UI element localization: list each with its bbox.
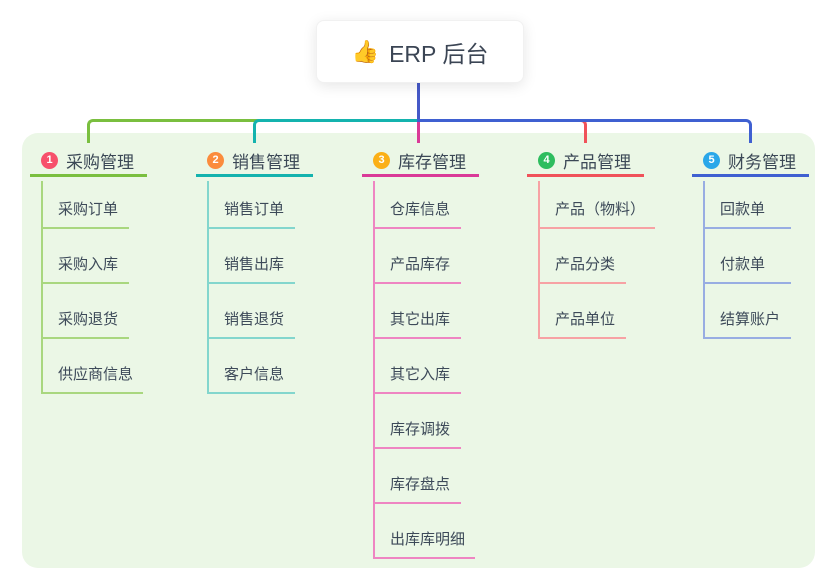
- branch-children-2: 销售订单销售出库销售退货客户信息: [207, 181, 295, 394]
- child-node-label: 其它入库: [390, 366, 451, 383]
- child-node-label: 供应商信息: [58, 366, 134, 383]
- child-node-label: 客户信息: [224, 366, 285, 383]
- child-node[interactable]: 结算账户: [703, 284, 791, 339]
- branch-number-badge: 1: [41, 151, 58, 169]
- child-node[interactable]: 库存调拨: [373, 394, 461, 449]
- child-node-label: 回款单: [720, 201, 766, 218]
- branch-title-3[interactable]: 3 库存管理: [362, 146, 479, 177]
- child-node[interactable]: 客户信息: [207, 339, 295, 394]
- child-node-label: 产品单位: [555, 311, 616, 328]
- branches-panel: [22, 133, 815, 568]
- child-node[interactable]: 产品库存: [373, 229, 461, 284]
- branch-connector-3: [417, 119, 420, 143]
- child-node-label: 产品（物料）: [555, 201, 646, 218]
- child-node-label: 采购退货: [58, 311, 119, 328]
- branch-connector-2: [253, 119, 420, 143]
- branch-number-badge: 3: [373, 151, 390, 169]
- child-node-label: 产品库存: [390, 256, 451, 273]
- child-node-label: 结算账户: [720, 311, 781, 328]
- child-node[interactable]: 其它出库: [373, 284, 461, 339]
- child-node[interactable]: 产品（物料）: [538, 181, 656, 229]
- branch-spine-line: [538, 181, 540, 339]
- child-node-label: 产品分类: [555, 256, 616, 273]
- child-node[interactable]: 销售订单: [207, 181, 295, 229]
- child-node-label: 销售订单: [224, 201, 285, 218]
- child-node-label: 其它出库: [390, 311, 451, 328]
- branch-spine-line: [703, 181, 705, 339]
- child-node[interactable]: 产品单位: [538, 284, 626, 339]
- child-node[interactable]: 回款单: [703, 181, 791, 229]
- branch-children-1: 采购订单采购入库采购退货供应商信息: [41, 181, 144, 394]
- child-node-label: 销售退货: [224, 311, 285, 328]
- branch-title-2[interactable]: 2 销售管理: [196, 146, 313, 177]
- child-node[interactable]: 供应商信息: [41, 339, 144, 394]
- child-node-label: 采购入库: [58, 256, 119, 273]
- branch-title-label: 产品管理: [563, 152, 631, 172]
- child-node[interactable]: 付款单: [703, 229, 791, 284]
- child-node[interactable]: 其它入库: [373, 339, 461, 394]
- branch-children-3: 仓库信息产品库存其它出库其它入库库存调拨库存盘点出库库明细: [373, 181, 476, 559]
- child-node-label: 采购订单: [58, 201, 119, 218]
- branch-number-badge: 4: [538, 151, 555, 169]
- child-node-label: 出库库明细: [390, 531, 466, 548]
- branch-title-label: 销售管理: [232, 152, 300, 172]
- child-node[interactable]: 库存盘点: [373, 449, 461, 504]
- branch-children-5: 回款单付款单结算账户: [703, 181, 791, 339]
- branch-title-1[interactable]: 1 采购管理: [30, 146, 147, 177]
- child-node[interactable]: 出库库明细: [373, 504, 476, 559]
- branch-spine-line: [207, 181, 209, 394]
- root-node[interactable]: 👍 ERP 后台: [316, 20, 524, 83]
- child-node-label: 库存盘点: [390, 476, 451, 493]
- child-node[interactable]: 销售出库: [207, 229, 295, 284]
- root-node-label: ERP 后台: [389, 40, 489, 67]
- branch-title-4[interactable]: 4 产品管理: [527, 146, 644, 177]
- child-node[interactable]: 仓库信息: [373, 181, 461, 229]
- branch-spine-line: [41, 181, 43, 394]
- child-node-label: 库存调拨: [390, 421, 451, 438]
- child-node-label: 销售出库: [224, 256, 285, 273]
- child-node[interactable]: 采购入库: [41, 229, 129, 284]
- child-node[interactable]: 产品分类: [538, 229, 626, 284]
- child-node[interactable]: 采购订单: [41, 181, 129, 229]
- thumbs-up-icon: 👍: [351, 38, 380, 64]
- branch-number-badge: 2: [207, 151, 224, 169]
- branch-spine-line: [373, 181, 375, 559]
- branch-number-badge: 5: [703, 151, 720, 169]
- child-node-label: 付款单: [720, 256, 766, 273]
- branch-title-label: 采购管理: [66, 152, 134, 172]
- branch-title-label: 财务管理: [728, 152, 796, 172]
- branch-title-label: 库存管理: [398, 152, 466, 172]
- branch-connector-5: [417, 119, 752, 143]
- child-node-label: 仓库信息: [390, 201, 451, 218]
- branch-title-5[interactable]: 5 财务管理: [692, 146, 809, 177]
- root-connector-line: [417, 82, 420, 121]
- child-node[interactable]: 采购退货: [41, 284, 129, 339]
- branch-children-4: 产品（物料） 产品分类产品单位: [538, 181, 656, 339]
- child-node[interactable]: 销售退货: [207, 284, 295, 339]
